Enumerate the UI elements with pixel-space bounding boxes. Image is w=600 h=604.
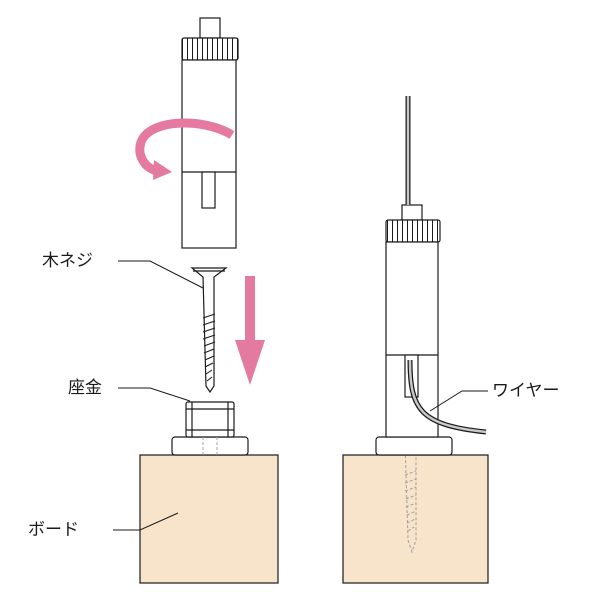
washer-right bbox=[375, 436, 453, 456]
leader-wire bbox=[429, 390, 488, 412]
label-washer: 座金 bbox=[68, 378, 102, 398]
fixture-left bbox=[181, 17, 239, 249]
leader-wood-screw bbox=[118, 260, 204, 289]
label-wire: ワイヤー bbox=[492, 381, 560, 401]
washer-left bbox=[171, 401, 249, 456]
leader-washer bbox=[118, 387, 191, 402]
label-board: ボード bbox=[28, 520, 79, 540]
washer-hole-hidden bbox=[202, 437, 218, 455]
wood-screw bbox=[190, 267, 228, 394]
wire bbox=[405, 96, 487, 435]
label-wood-screw: 木ネジ bbox=[42, 251, 93, 271]
leader-lines bbox=[113, 260, 488, 531]
down-arrow-icon bbox=[235, 276, 265, 385]
fixture-right bbox=[385, 204, 441, 438]
board-left bbox=[139, 454, 279, 584]
rotate-arrow-icon bbox=[135, 118, 235, 180]
leader-board bbox=[113, 512, 179, 531]
